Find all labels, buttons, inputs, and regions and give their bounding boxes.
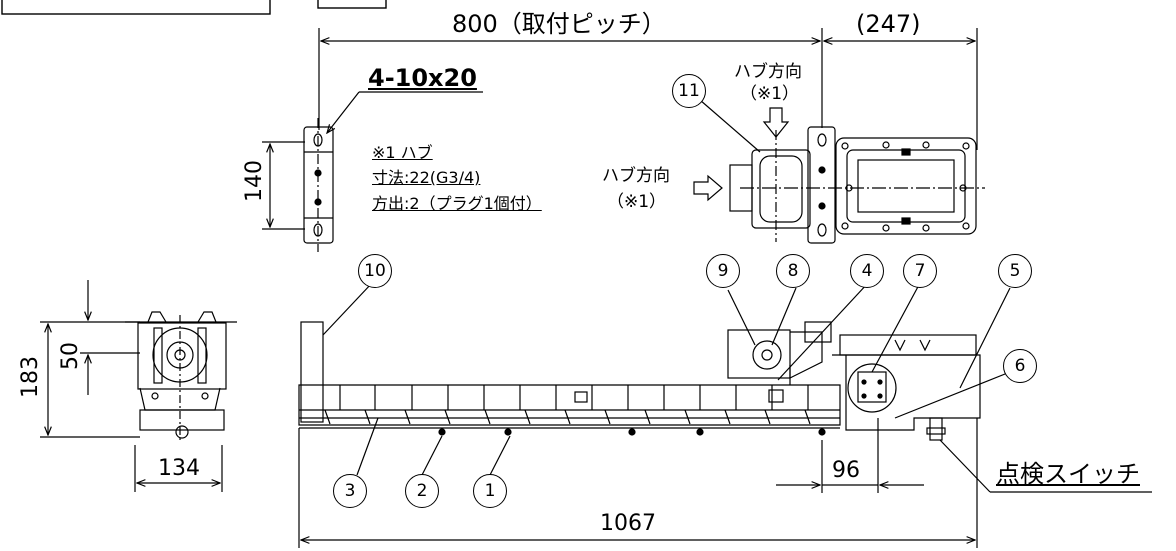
callout-7: 7 — [903, 254, 937, 288]
inspection-switch-label: 点検スイッチ — [996, 460, 1140, 488]
mounting-bracket — [303, 118, 334, 252]
end-view-dimensions — [40, 280, 223, 492]
callout-4: 4 — [850, 254, 884, 288]
front-view-conveyor — [298, 321, 841, 436]
pitch-dimension-line — [318, 28, 978, 150]
control-box-top-view — [835, 137, 977, 235]
callout-6: 6 — [1003, 349, 1037, 383]
callout-3: 3 — [333, 474, 367, 508]
note-line-2: 寸法:22(G3/4) — [372, 168, 481, 187]
callout-8: 8 — [776, 254, 810, 288]
callout-leaders — [322, 282, 1152, 493]
pitch-dimension-label: 800（取付ピッチ） — [452, 10, 666, 38]
hub-direction-side-label: ハブ方向 — [602, 166, 670, 186]
side-extent-dimension-label: (247) — [856, 10, 921, 38]
bracket-height-dimension — [262, 141, 305, 230]
title-block-fragment — [1, 0, 271, 15]
callout-11: 11 — [672, 74, 706, 108]
end-height-total-label: 183 — [18, 356, 43, 398]
front-view-motor — [727, 321, 832, 385]
hole-spec-label: 4-10x20 — [368, 64, 477, 92]
callout-2: 2 — [405, 474, 439, 508]
hub-direction-arrows — [693, 99, 790, 202]
callout-1: 1 — [473, 474, 507, 508]
end-view-motor — [125, 311, 237, 440]
note-line-1: ※1 ハブ — [372, 143, 433, 162]
hub-top-view — [729, 130, 985, 242]
end-width-label: 134 — [158, 456, 200, 481]
hub-direction-top-ref: （※1） — [740, 84, 800, 104]
label-box-fragment — [317, 0, 387, 9]
callout-9: 9 — [706, 254, 740, 288]
bracket-right — [807, 126, 836, 244]
hub-direction-top-label: ハブ方向 — [734, 62, 802, 82]
front-view-dimensions — [298, 418, 978, 548]
total-length-label: 1067 — [600, 511, 656, 536]
end-height-part-label: 50 — [58, 342, 83, 370]
hub-direction-side-ref: （※1） — [607, 192, 667, 212]
switch-offset-label: 96 — [832, 458, 860, 483]
front-view-control-box — [832, 334, 981, 441]
note-line-3: 方出:2（プラグ1個付） — [372, 194, 542, 213]
callout-5: 5 — [998, 254, 1032, 288]
callout-10: 10 — [358, 254, 392, 288]
hole-spec-leader — [327, 91, 483, 133]
bracket-height-label: 140 — [242, 160, 267, 202]
